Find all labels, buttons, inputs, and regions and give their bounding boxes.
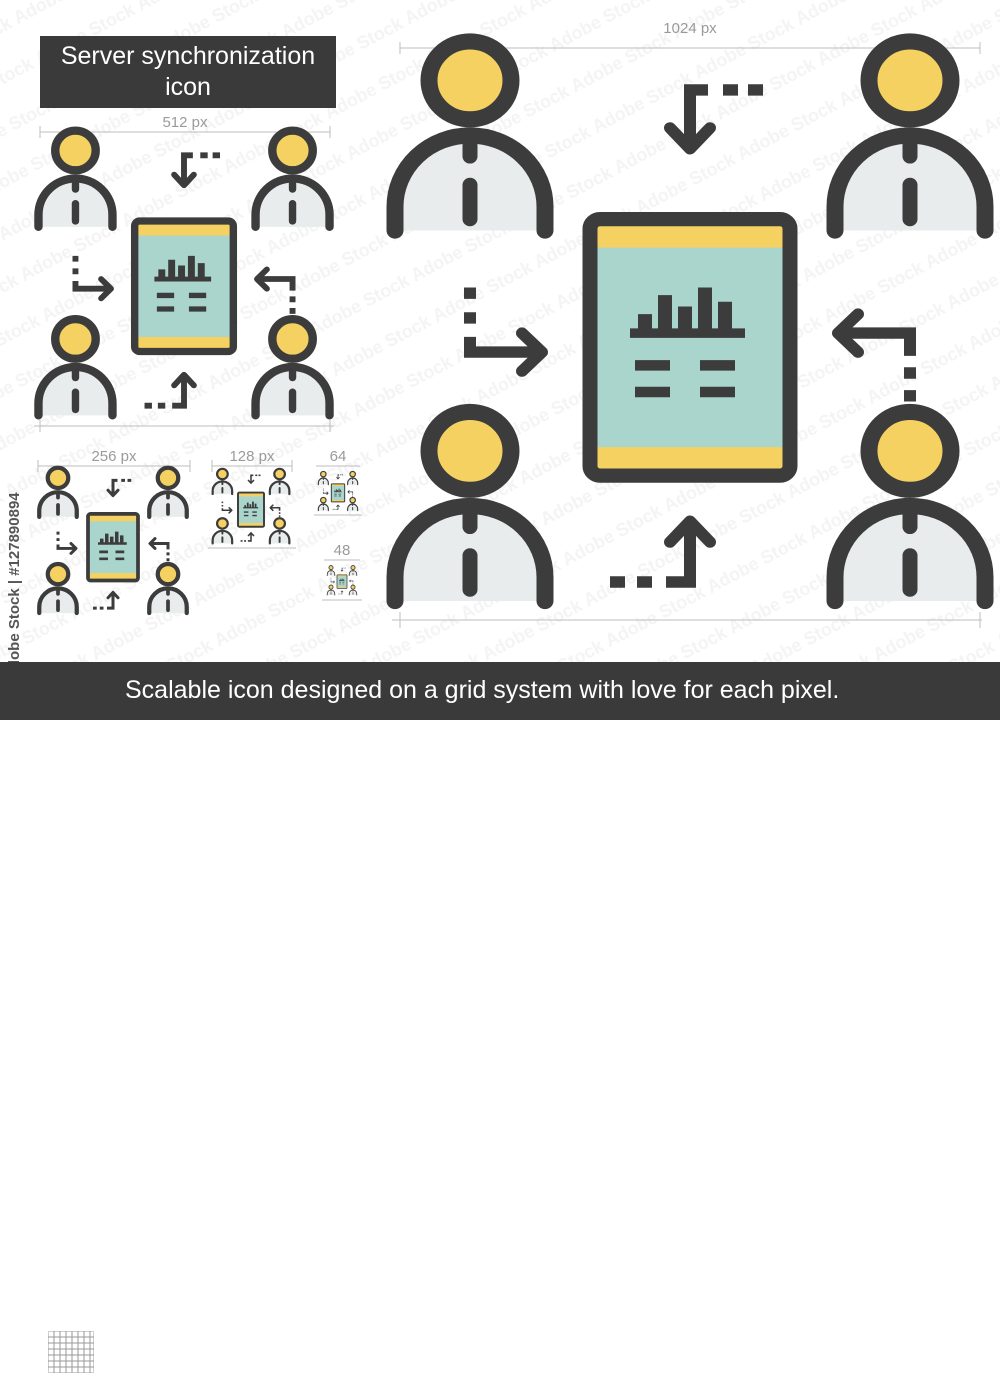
- size-label-1024: 1024 px: [663, 20, 717, 37]
- footer-bar: Scalable icon designed on a grid system …: [0, 662, 1000, 1373]
- footer-tagline: Scalable icon designed on a grid system …: [125, 676, 840, 704]
- icon-title: Server synchronization icon: [40, 36, 336, 108]
- tablet-chart-icon-256: [38, 470, 188, 618]
- tablet-chart-icon-1024: [390, 50, 990, 620]
- tablet-chart-icon-64: [318, 472, 358, 512]
- size-label-64: 64: [329, 448, 347, 465]
- grid-icon: [48, 1331, 94, 1373]
- size-label-48: 48: [333, 542, 351, 559]
- size-label-256: 256 px: [91, 448, 137, 465]
- tablet-chart-icon-512: [36, 135, 332, 425]
- size-label-512: 512 px: [162, 114, 208, 131]
- tablet-chart-icon-128: [212, 470, 290, 546]
- stock-id-label: Adobe Stock | #127890894: [6, 492, 23, 680]
- tablet-chart-icon-48: [327, 566, 357, 596]
- size-label-128: 128 px: [229, 448, 275, 465]
